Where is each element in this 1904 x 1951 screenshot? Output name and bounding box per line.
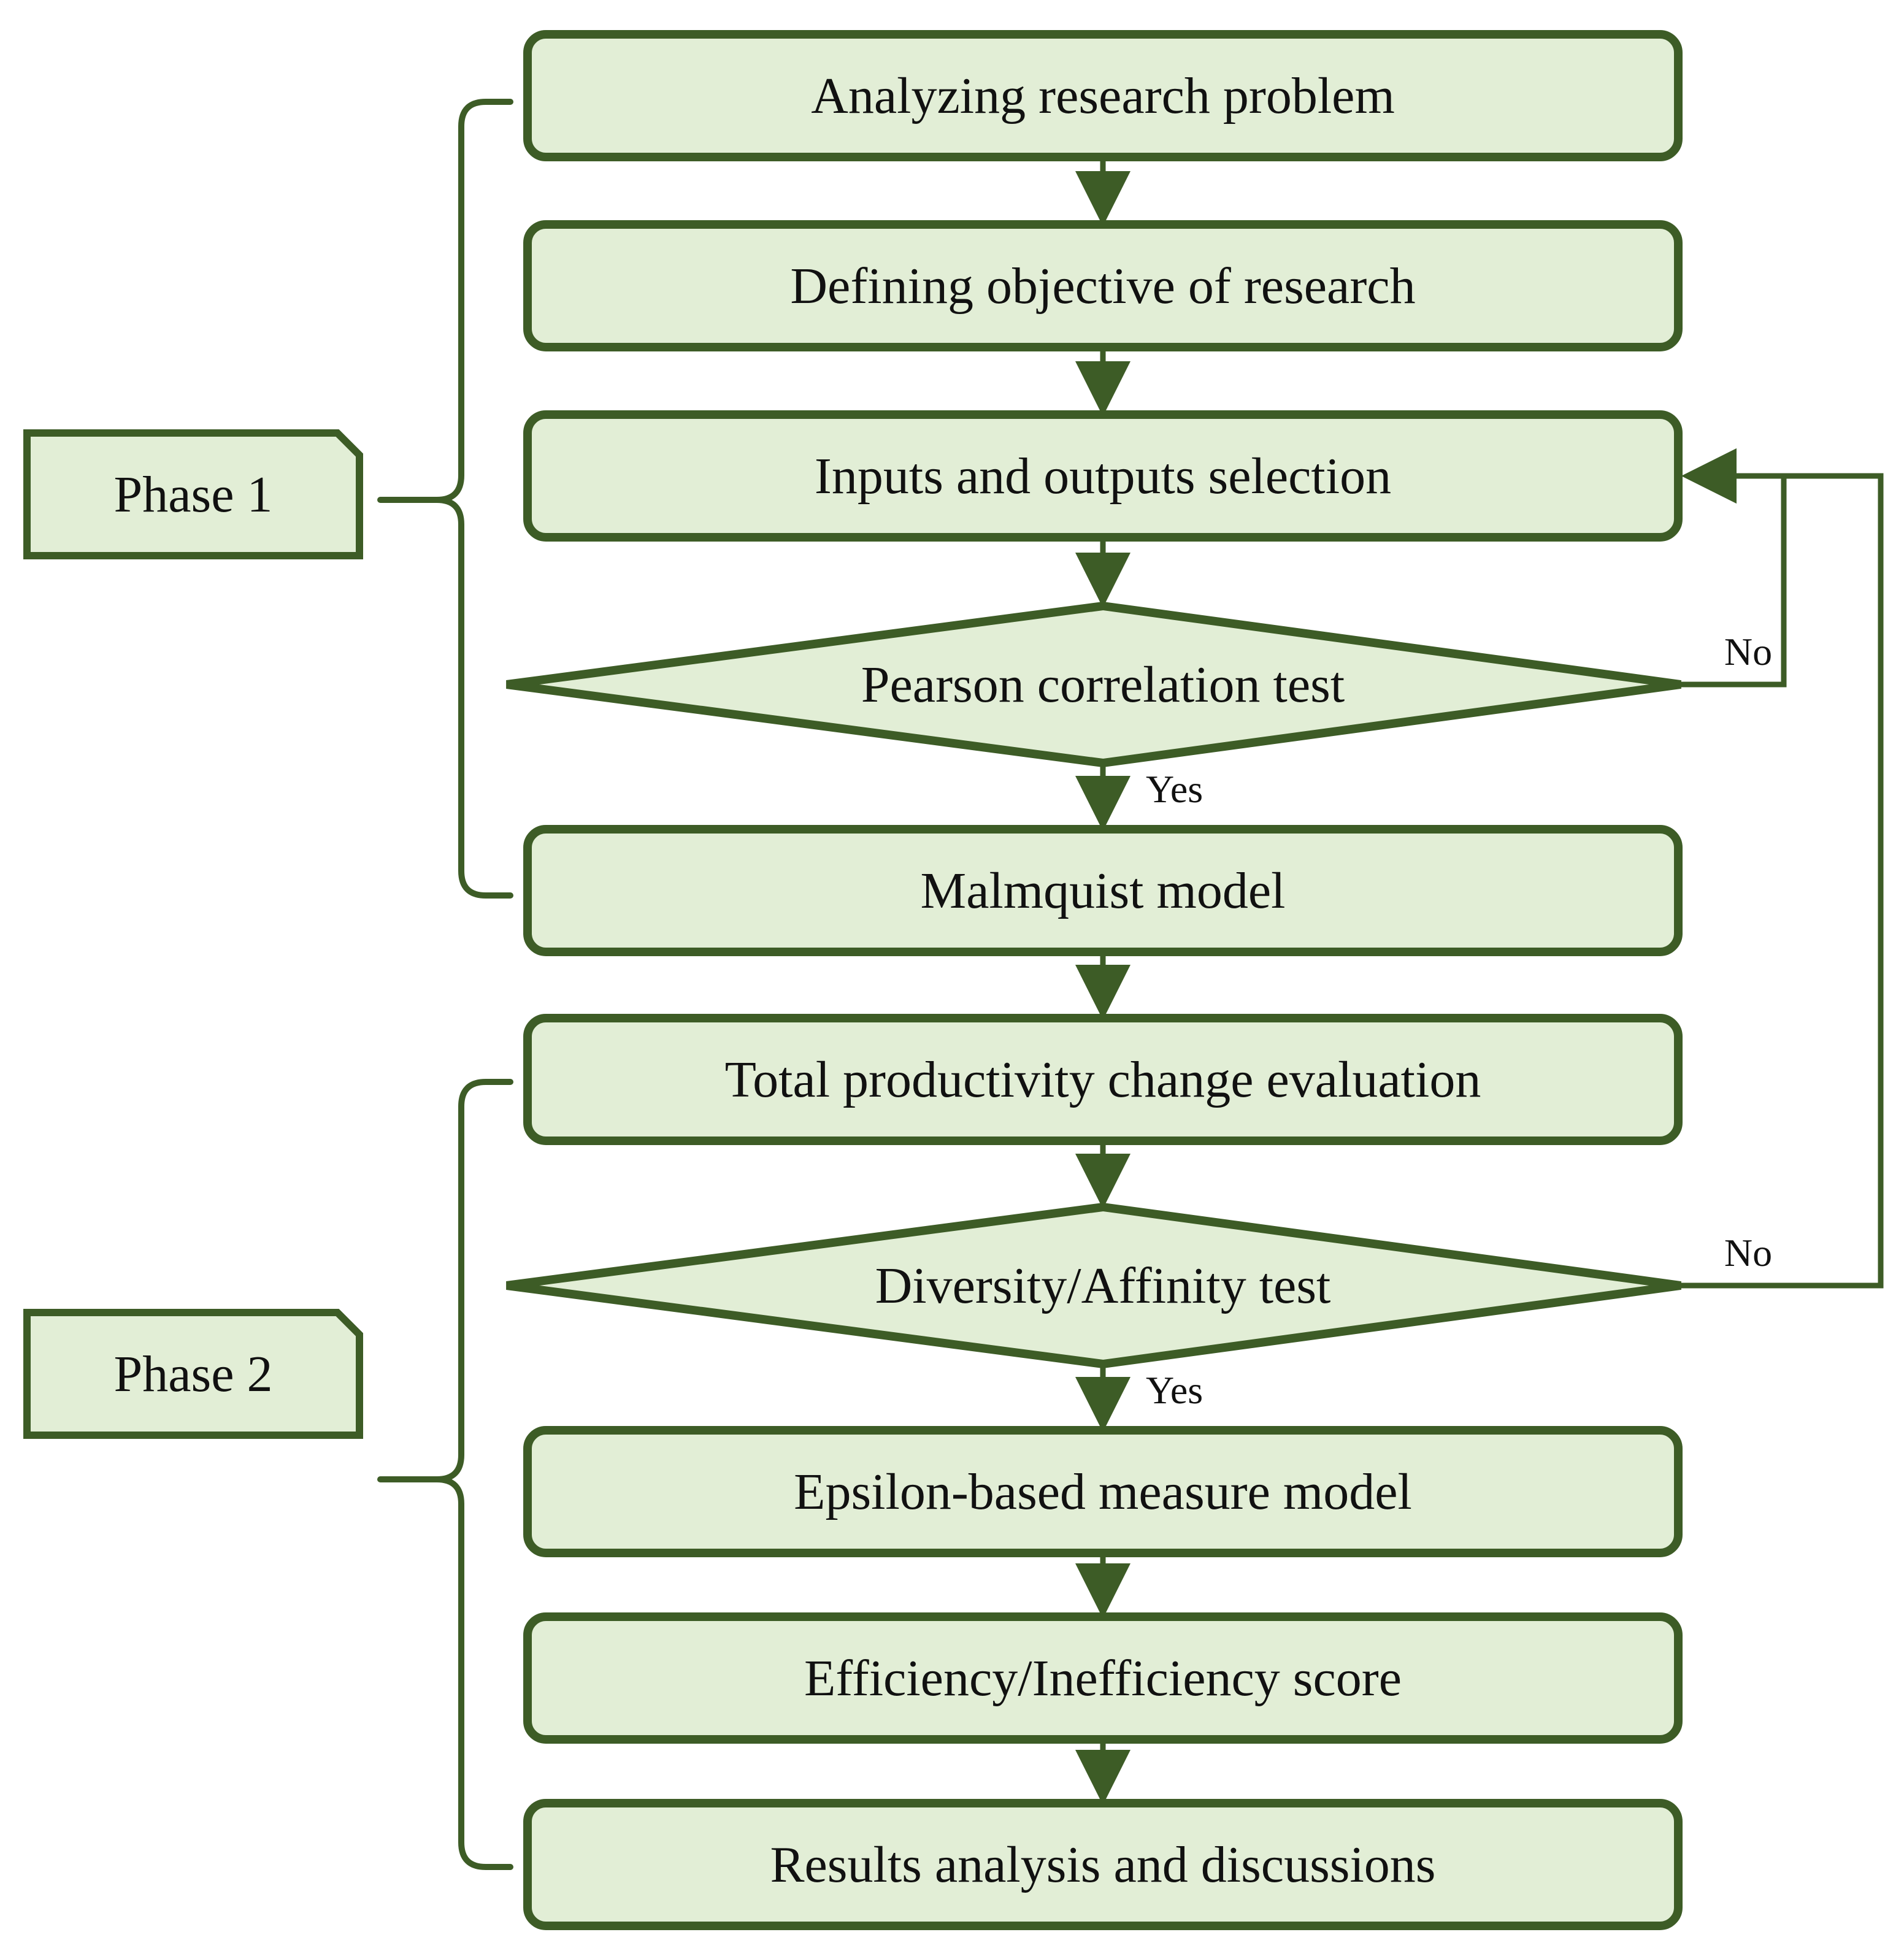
edge-pearson-to-malmquist: Yes — [1075, 763, 1203, 831]
loop-back-arrow — [1681, 448, 1884, 1289]
node-total: Total productivity change evaluation — [523, 1014, 1683, 1145]
edge-pearson-to-inputs: No — [1681, 448, 1787, 688]
phase-brace — [377, 99, 513, 899]
process-box — [523, 1612, 1683, 1744]
phase-brace — [377, 1079, 513, 1870]
node-epsilon: Epsilon-based measure model — [523, 1426, 1683, 1557]
phases: Phase 1 Phase 2 — [23, 429, 363, 1439]
edge-label: Yes — [1146, 1368, 1203, 1412]
edge-label: No — [1724, 630, 1772, 673]
process-box — [523, 1014, 1683, 1145]
node-pearson: Pearson correlation test — [506, 601, 1681, 768]
phase-1: Phase 1 — [23, 429, 363, 559]
node-diversity: Diversity/Affinity test — [506, 1202, 1681, 1369]
process-box — [523, 220, 1683, 351]
edge-diversity-to-inputs: No — [1681, 448, 1884, 1289]
node-label: Total productivity change evaluation — [725, 1051, 1481, 1108]
phase-braces — [377, 99, 513, 1870]
phase-2: Phase 2 — [23, 1309, 363, 1439]
node-label: Pearson correlation test — [861, 656, 1345, 713]
node-efficiency: Efficiency/Inefficiency score — [523, 1612, 1683, 1744]
node-label: Epsilon-based measure model — [794, 1463, 1412, 1520]
node-analyzing: Analyzing research problem — [523, 30, 1683, 161]
phase-tag-shape — [23, 1309, 363, 1439]
phase-tag-shape — [23, 429, 363, 559]
decision-diamond — [506, 1202, 1681, 1369]
phase-label: Phase 1 — [114, 466, 273, 523]
node-label: Malmquist model — [921, 862, 1286, 919]
node-inputs: Inputs and outputs selection — [523, 410, 1683, 542]
node-defining: Defining objective of research — [523, 220, 1683, 351]
node-label: Diversity/Affinity test — [875, 1257, 1331, 1314]
process-box — [523, 30, 1683, 161]
process-box — [523, 1799, 1683, 1930]
process-box — [523, 825, 1683, 956]
node-label: Analyzing research problem — [811, 67, 1395, 125]
edge-label: Yes — [1146, 767, 1203, 811]
edge-diversity-to-epsilon: Yes — [1075, 1364, 1203, 1432]
phase-label: Phase 2 — [114, 1346, 273, 1403]
node-malmquist: Malmquist model — [523, 825, 1683, 956]
edge-label: No — [1724, 1231, 1772, 1274]
node-label: Defining objective of research — [790, 258, 1415, 315]
process-box — [523, 1426, 1683, 1557]
node-results: Results analysis and discussions — [523, 1799, 1683, 1930]
decision-diamond — [506, 601, 1681, 768]
node-label: Results analysis and discussions — [770, 1836, 1436, 1893]
node-label: Efficiency/Inefficiency score — [804, 1650, 1402, 1707]
process-box — [523, 410, 1683, 542]
node-label: Inputs and outputs selection — [815, 448, 1391, 505]
